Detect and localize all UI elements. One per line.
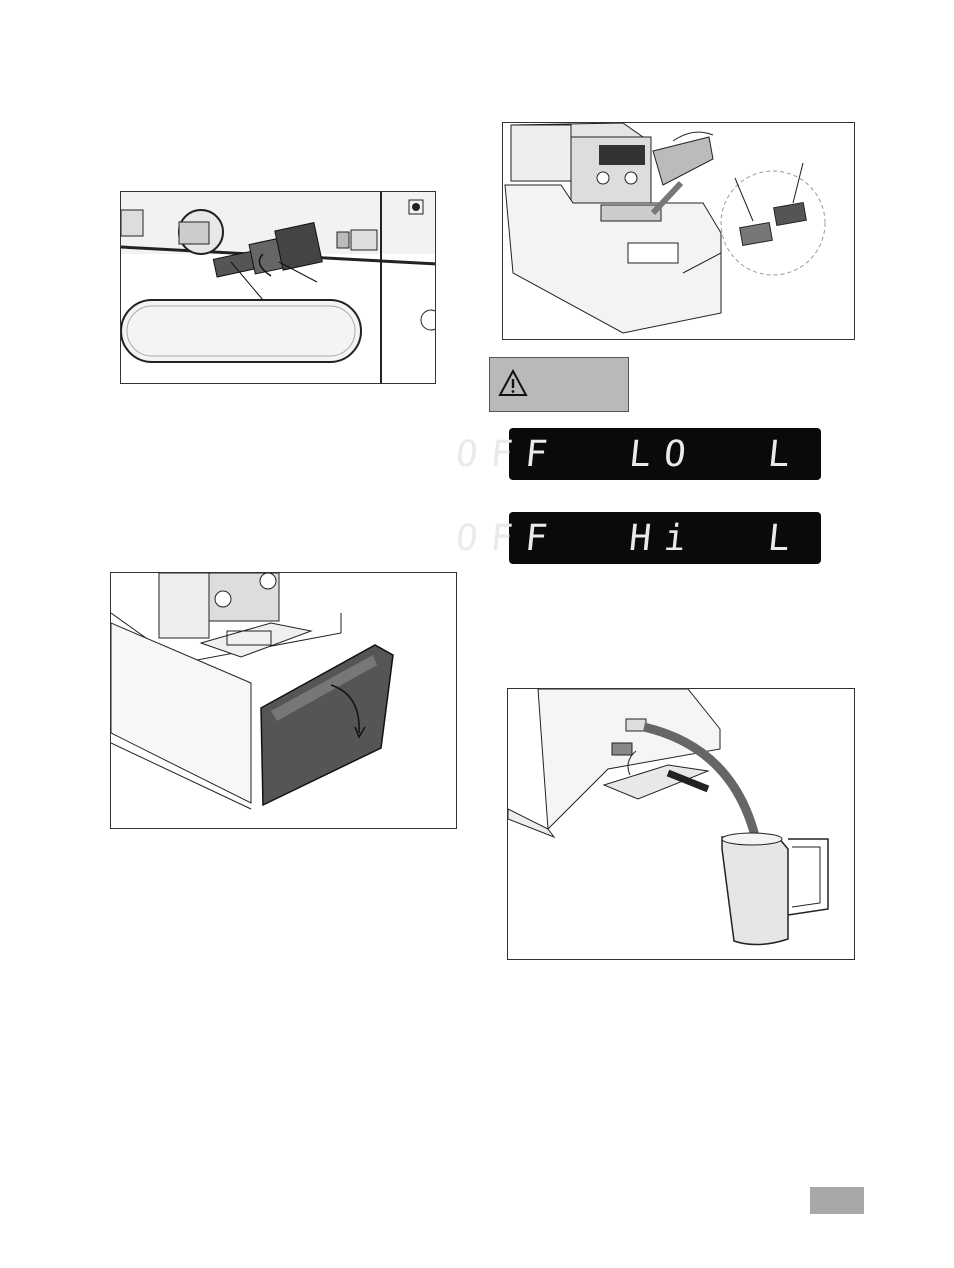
- filling-figure: [502, 122, 855, 340]
- door-figure: [110, 572, 457, 829]
- display-hi-text: OFF Hi L: [454, 518, 805, 559]
- display-lo-level: OFF LO L: [509, 428, 821, 480]
- page-tab-marker: [810, 1187, 864, 1214]
- drain-figure: [507, 688, 855, 960]
- warning-box: [489, 357, 629, 412]
- display-hi-level: OFF Hi L: [509, 512, 821, 564]
- display-lo-text: OFF LO L: [454, 434, 805, 475]
- connector-figure: [120, 191, 436, 384]
